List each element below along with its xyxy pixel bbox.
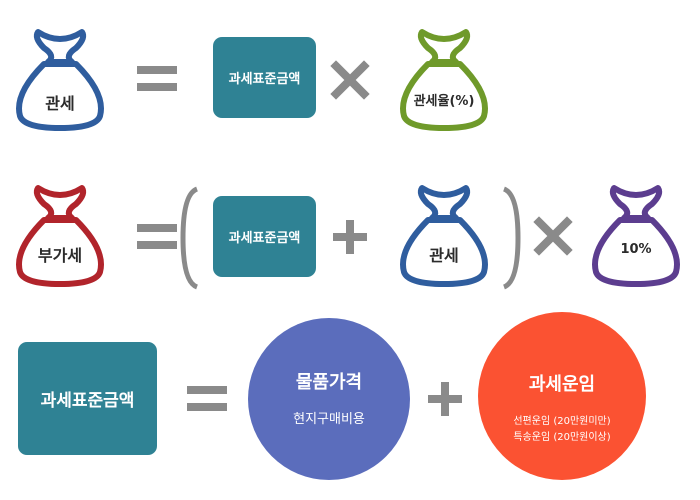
bag-label: 관세: [45, 94, 75, 113]
plus-icon: [428, 382, 462, 416]
circle-title: 과세운임: [528, 374, 596, 395]
taxable-freight-circle: 과세운임 선편운임 (20만원미만) 특송운임 (20만원이상): [478, 312, 646, 480]
vat-bag: 부가세: [14, 180, 106, 287]
equals-icon: [137, 224, 177, 252]
bag-label: 10%: [620, 242, 652, 257]
right-parenthesis: [500, 186, 522, 290]
customs-duty-bag: 관세: [14, 24, 106, 131]
circle-subtitle: 현지구매비용: [293, 412, 365, 427]
circle-subtitle-line2: 특송운임 (20만원이상): [513, 432, 611, 443]
taxable-value-box: 과세표준금액: [213, 37, 316, 118]
times-icon: [533, 216, 573, 256]
bag-label: 부가세: [37, 246, 83, 265]
taxable-value-box-large: 과세표준금액: [18, 342, 157, 455]
circle-subtitle-line1: 선편운임 (20만원미만): [513, 416, 611, 427]
equals-icon: [187, 386, 227, 414]
bag-label: 관세율(%): [413, 94, 475, 109]
goods-price-circle: 물품가격 현지구매비용: [248, 318, 410, 480]
customs-duty-bag: 관세: [398, 180, 490, 287]
money-bag-icon: [592, 185, 680, 287]
plus-icon: [333, 220, 367, 254]
money-bag-icon: [400, 29, 488, 131]
duty-rate-bag: 관세율(%): [398, 24, 490, 131]
bag-label: 관세: [429, 246, 459, 265]
money-bag-icon: [16, 29, 104, 131]
vat-rate-bag: 10%: [590, 180, 682, 287]
money-bag-icon: [400, 185, 488, 287]
money-bag-icon: [16, 185, 104, 287]
circle-title: 물품가격: [295, 372, 363, 393]
taxable-value-box: 과세표준금액: [213, 196, 316, 277]
equals-icon: [137, 66, 177, 94]
times-icon: [330, 60, 370, 100]
left-parenthesis: [179, 186, 201, 290]
